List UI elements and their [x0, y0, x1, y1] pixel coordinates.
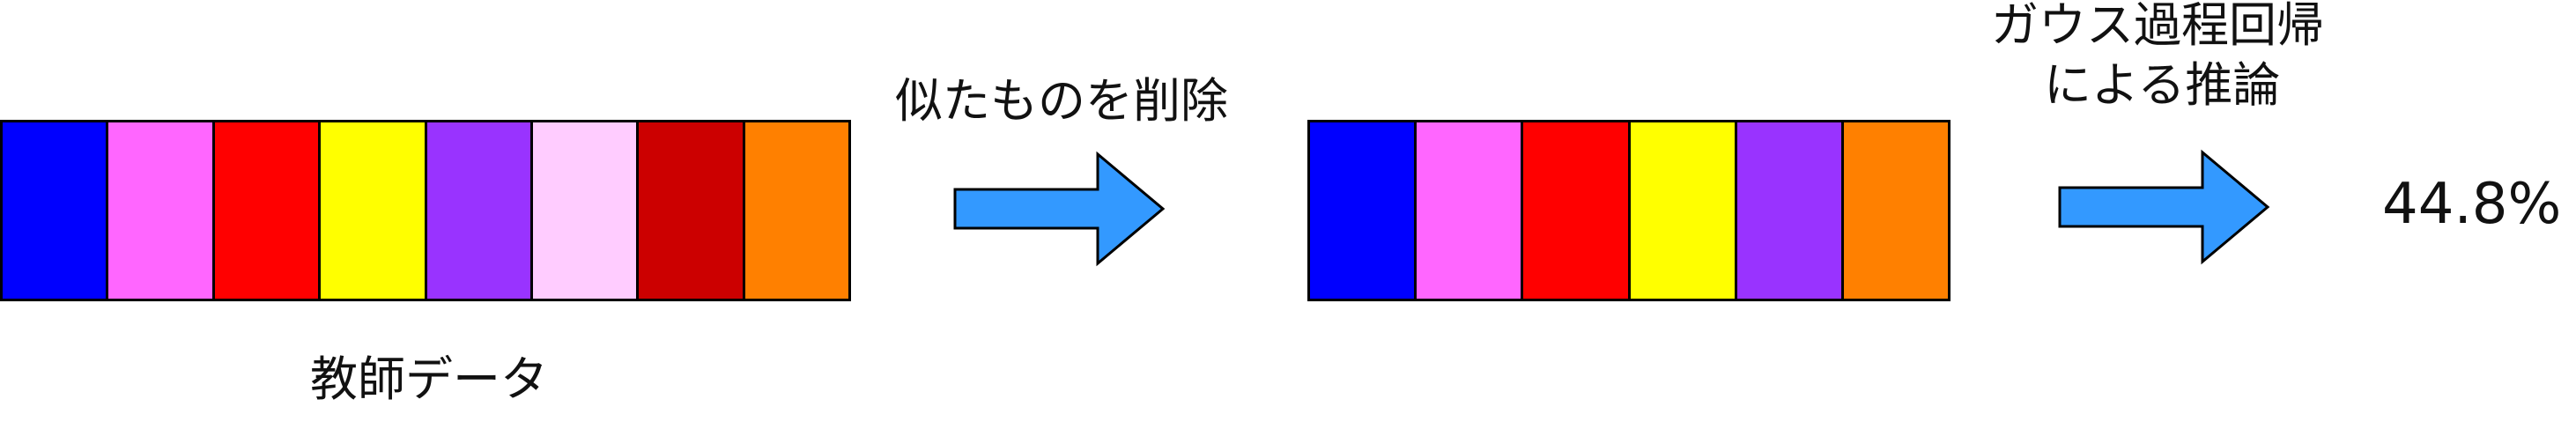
color-cell [214, 122, 322, 299]
color-cell [426, 122, 533, 299]
color-cell [1630, 122, 1737, 299]
color-cell [108, 122, 215, 299]
color-cell [639, 122, 745, 299]
color-cell [321, 122, 427, 299]
reduced-data-strip [1307, 120, 1951, 301]
remove-similar-label: 似たものを削除 [895, 73, 1228, 129]
teacher-data-strip [0, 120, 851, 301]
color-cell [532, 122, 640, 299]
result-value: 44.8% [2382, 172, 2562, 237]
right-arrow-icon [953, 151, 1166, 267]
gpr-label-line-2: による推論 [2044, 57, 2281, 113]
color-cell [744, 122, 848, 299]
color-cell [1523, 122, 1631, 299]
color-cell [3, 122, 109, 299]
teacher-data-label: 教師データ [310, 352, 548, 407]
color-cell [1310, 122, 1418, 299]
color-cell [1843, 122, 1949, 299]
right-arrow-icon [2058, 149, 2270, 265]
color-cell [1736, 122, 1844, 299]
gpr-label-line-1: ガウス過程回帰 [1991, 0, 2324, 53]
color-cell [1417, 122, 1524, 299]
